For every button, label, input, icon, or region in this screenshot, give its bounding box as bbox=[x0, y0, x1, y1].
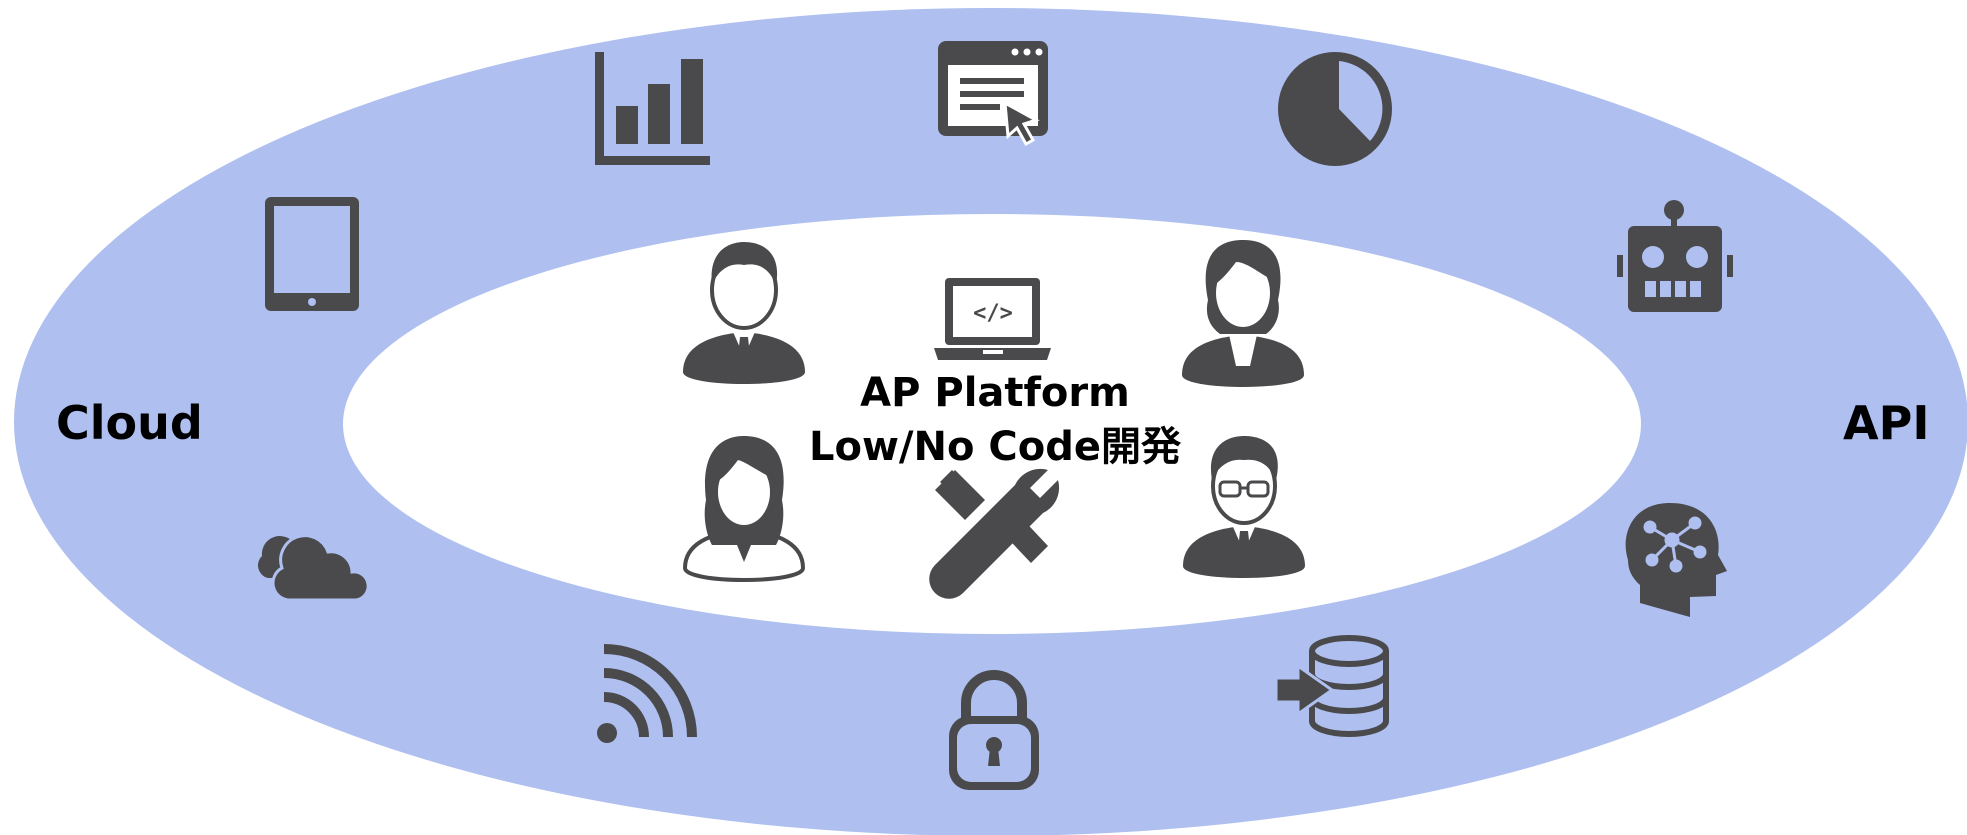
rss-feed-icon bbox=[597, 644, 697, 743]
bar-chart-icon bbox=[595, 52, 710, 165]
tablet-icon bbox=[265, 197, 359, 311]
cloud-label: Cloud bbox=[56, 396, 203, 450]
padlock-icon bbox=[949, 670, 1039, 790]
businessman-glasses-icon bbox=[1183, 436, 1305, 578]
robot-icon bbox=[1617, 200, 1733, 312]
center-title: AP Platform Low/No Code開発 bbox=[750, 366, 1240, 474]
svg-text:</>: </> bbox=[973, 301, 1013, 326]
pie-chart-icon bbox=[1278, 52, 1392, 166]
web-page-cursor-icon bbox=[938, 41, 1048, 147]
inner-ellipse bbox=[343, 214, 1641, 634]
database-import-icon bbox=[1274, 635, 1389, 737]
laptop-code-icon: </> bbox=[934, 278, 1051, 360]
businesswoman-short-hair-icon bbox=[1182, 240, 1304, 387]
businessman-icon bbox=[683, 242, 805, 384]
api-label: API bbox=[1843, 396, 1930, 450]
center-title-line2: Low/No Code開発 bbox=[808, 424, 1181, 470]
ai-brain-icon bbox=[1625, 503, 1727, 617]
cloud-icon bbox=[258, 534, 370, 602]
tools-icon bbox=[929, 468, 1060, 599]
center-title-line1: AP Platform bbox=[860, 370, 1130, 416]
businesswoman-long-hair-icon bbox=[682, 436, 806, 582]
